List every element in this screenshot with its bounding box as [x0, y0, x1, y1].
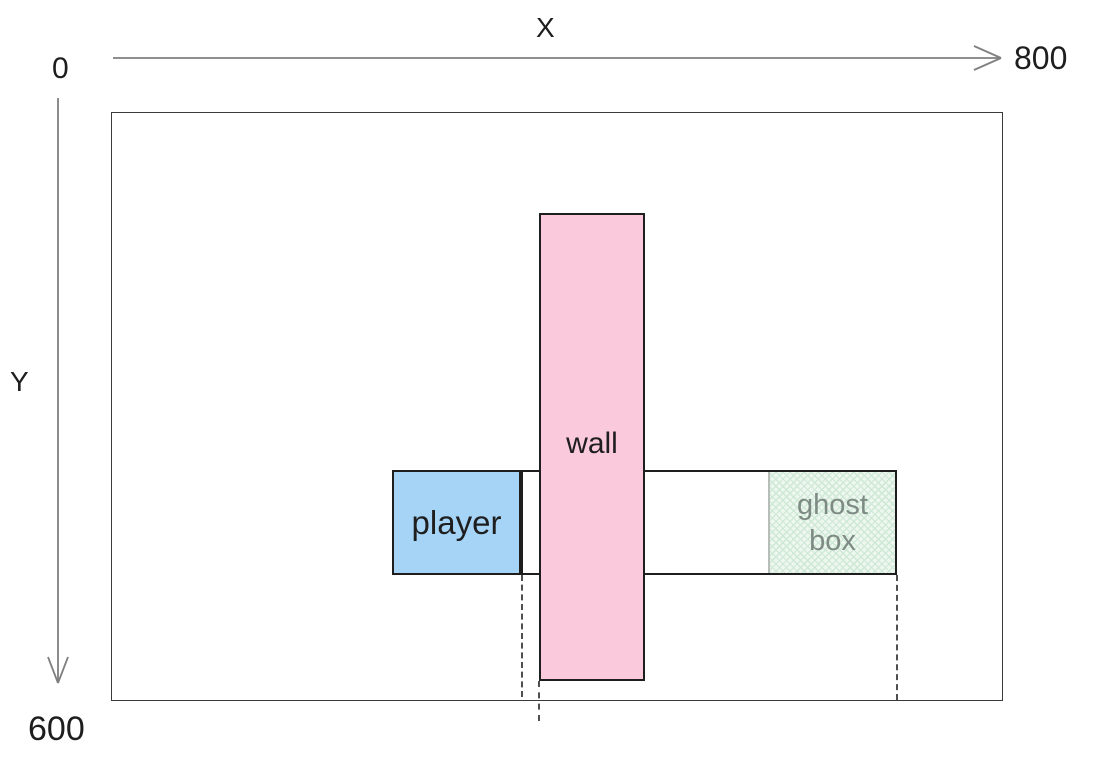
sweep-rect: ghost box: [521, 470, 897, 575]
wall-box: wall: [539, 213, 645, 681]
ghost-right-projection-line: [896, 575, 898, 700]
x-origin-label: 0: [52, 52, 69, 85]
player-label: player: [411, 503, 502, 541]
x-axis-label: X: [536, 12, 555, 43]
ghost-box-label: ghost box: [797, 488, 868, 557]
y-axis-label: Y: [10, 366, 29, 397]
wall-left-projection-line: [538, 681, 540, 721]
y-max-label: 600: [28, 710, 85, 748]
ghost-box: ghost box: [768, 472, 895, 573]
player-right-projection-line: [521, 575, 523, 697]
y-axis-arrow: [47, 98, 69, 684]
wall-label: wall: [566, 427, 618, 460]
x-axis-arrow: [113, 45, 1002, 71]
x-max-label: 800: [1014, 40, 1068, 76]
player-box: player: [392, 470, 521, 575]
